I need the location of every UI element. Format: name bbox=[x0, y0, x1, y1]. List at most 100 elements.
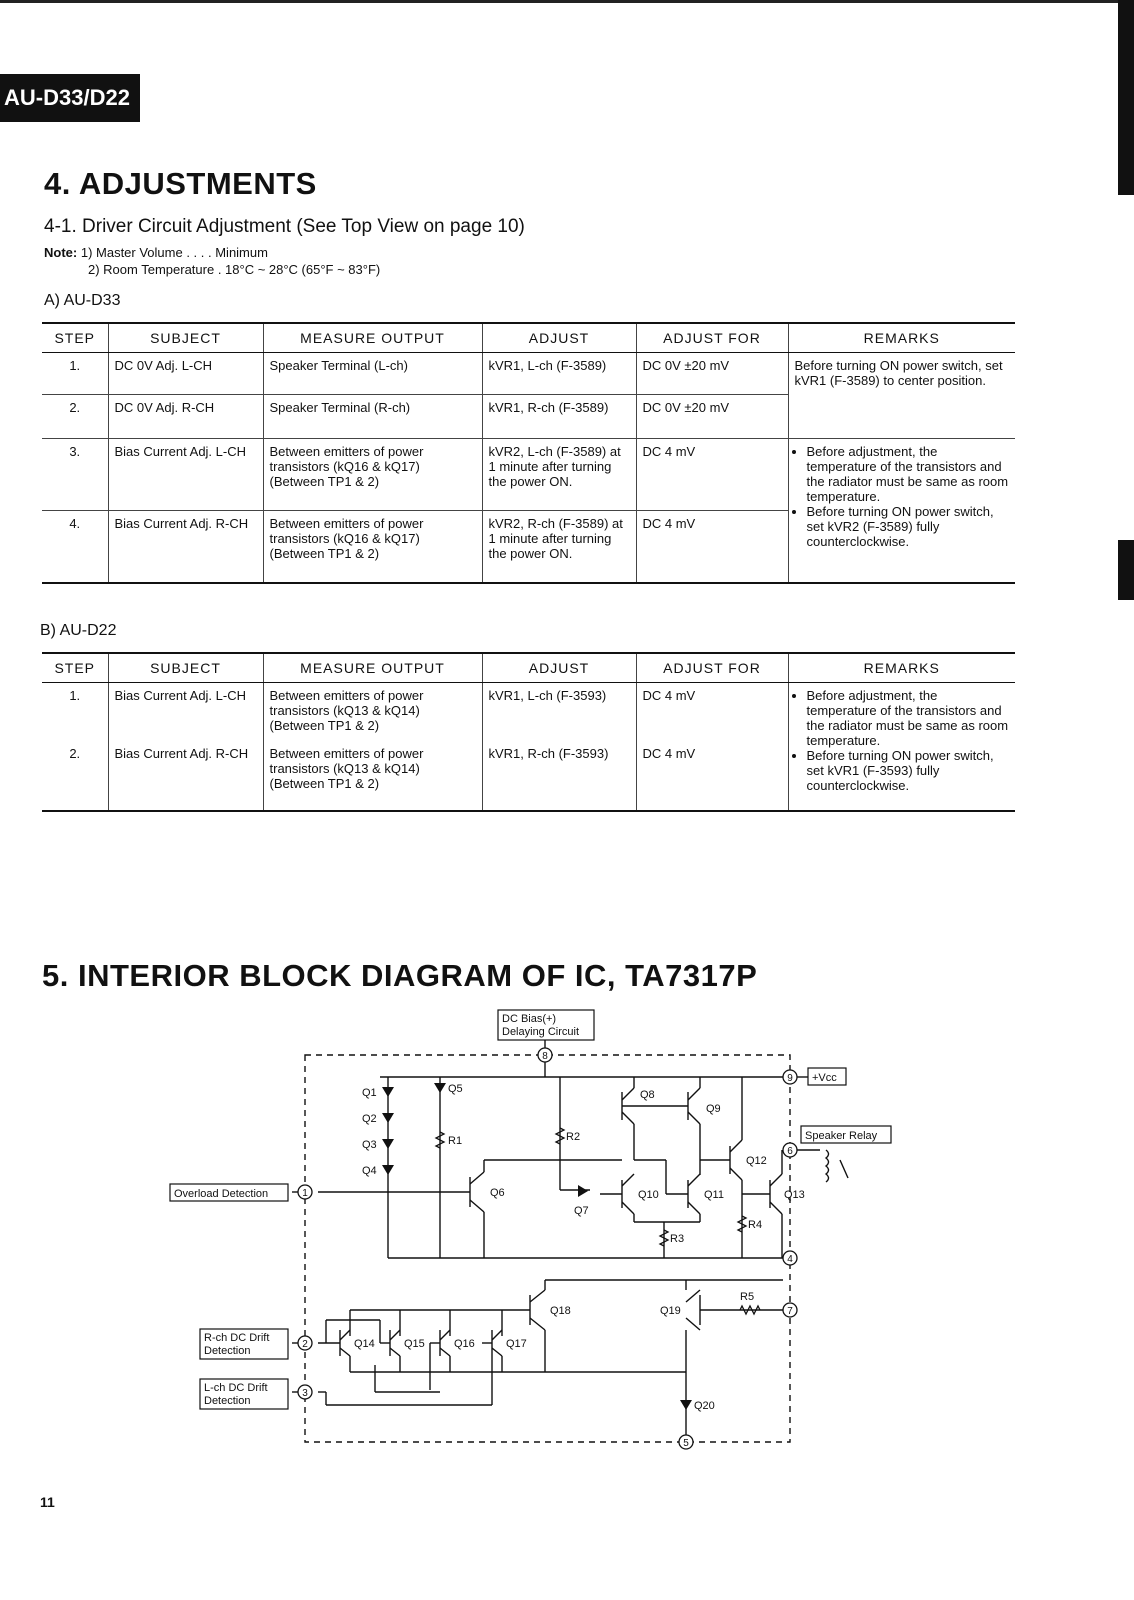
diode-q7 bbox=[578, 1185, 588, 1197]
adjust-cell: kVR2, L-ch (F-3589) at 1 minute after tu… bbox=[481, 438, 636, 511]
diode-q5 bbox=[434, 1083, 446, 1093]
col-subject: SUBJECT bbox=[107, 322, 263, 353]
col-remarks: REMARKS bbox=[787, 652, 1015, 683]
subject-cell: Bias Current Adj. R-CH bbox=[107, 510, 263, 584]
note-2: 2) Room Temperature . 18°C ~ 28°C (65°F … bbox=[88, 262, 381, 277]
resistor-r5 bbox=[739, 1304, 761, 1316]
remark-item: Before turning ON power switch, set kVR2… bbox=[807, 504, 1010, 549]
ic-block-diagram: 1 2 3 4 5 6 7 8 9 DC Bias(+) Delaying Ci… bbox=[169, 1009, 892, 1450]
diode-q20 bbox=[680, 1400, 692, 1410]
model-header-tab: AU-D33/D22 bbox=[0, 74, 140, 122]
adjust-for-cell: DC 0V ±20 mV bbox=[635, 352, 788, 395]
step-cell: 1. bbox=[42, 352, 108, 395]
adjust-for-cell: DC 4 mV bbox=[635, 510, 788, 584]
pin-1-label: 1 bbox=[302, 1188, 308, 1199]
section-4-subtitle: 4-1. Driver Circuit Adjustment (See Top … bbox=[44, 216, 525, 237]
lch-text-2: Detection bbox=[204, 1395, 250, 1407]
pin-5 bbox=[678, 1434, 694, 1450]
dc-bias-text-1: DC Bias(+) bbox=[502, 1013, 556, 1025]
label-q8: Q8 bbox=[640, 1089, 655, 1101]
table-row: 1. Bias Current Adj. L-CH Between emitte… bbox=[42, 682, 1015, 812]
rch-text-2: Detection bbox=[204, 1345, 250, 1357]
section-5-title: 5. INTERIOR BLOCK DIAGRAM OF IC, TA7317P bbox=[42, 958, 758, 993]
rch-text-1: R-ch DC Drift bbox=[204, 1332, 269, 1344]
measure-cell: Between emitters of power transistors (k… bbox=[262, 510, 482, 584]
table-row: 1. DC 0V Adj. L-CH Speaker Terminal (L-c… bbox=[42, 352, 1015, 439]
adjust-cell: kVR1, R-ch (F-3593) bbox=[481, 740, 636, 812]
table-row: 2. Bias Current Adj. R-CH Between emitte… bbox=[42, 740, 1015, 812]
measure-cell: Between emitters of power transistors (k… bbox=[262, 438, 482, 511]
remark-item: Before adjustment, the temperature of th… bbox=[807, 688, 1010, 748]
dc-bias-text-2: Delaying Circuit bbox=[502, 1026, 579, 1038]
label-q5: Q5 bbox=[448, 1083, 463, 1095]
pin-7-label: 7 bbox=[787, 1306, 793, 1317]
adjust-for-cell: DC 4 mV bbox=[635, 682, 788, 741]
measure-cell: Between emitters of power transistors (k… bbox=[262, 682, 482, 741]
pin-1 bbox=[297, 1184, 313, 1200]
pin-6-label: 6 bbox=[787, 1146, 793, 1157]
adjust-for-cell: DC 0V ±20 mV bbox=[635, 394, 788, 439]
note-1: 1) Master Volume . . . . Minimum bbox=[80, 245, 268, 260]
lch-drift-box bbox=[199, 1378, 289, 1410]
col-step: STEP bbox=[42, 652, 108, 683]
col-subject: SUBJECT bbox=[107, 652, 263, 683]
resistor-r4 bbox=[736, 1215, 748, 1233]
pin-7 bbox=[782, 1302, 798, 1318]
step-cell: 3. bbox=[42, 438, 108, 511]
label-q17: Q17 bbox=[506, 1338, 527, 1350]
col-adjust-for: ADJUST FOR bbox=[635, 322, 788, 353]
label-q2: Q2 bbox=[362, 1113, 377, 1125]
table-b-label: B) AU-D22 bbox=[40, 622, 117, 639]
speaker-relay-box bbox=[800, 1125, 892, 1144]
remarks-cell: Before adjustment, the temperature of th… bbox=[787, 682, 1015, 812]
resistor-r1 bbox=[434, 1131, 446, 1149]
label-q7: Q7 bbox=[574, 1205, 589, 1217]
label-q1: Q1 bbox=[362, 1087, 377, 1099]
pin-8-label: 8 bbox=[542, 1051, 548, 1062]
table-header-row: STEP SUBJECT MEASURE OUTPUT ADJUST ADJUS… bbox=[42, 652, 1015, 683]
subject-cell: Bias Current Adj. R-CH bbox=[107, 740, 263, 812]
step-cell: 1. bbox=[69, 688, 81, 703]
measure-cell: Speaker Terminal (L-ch) bbox=[262, 352, 482, 395]
overload-box bbox=[169, 1183, 289, 1202]
table-header-row: STEP SUBJECT MEASURE OUTPUT ADJUST ADJUS… bbox=[42, 322, 1015, 353]
pin-2-label: 2 bbox=[302, 1339, 308, 1350]
diode-q1 bbox=[382, 1087, 394, 1097]
adjust-cell: kVR2, R-ch (F-3589) at 1 minute after tu… bbox=[481, 510, 636, 584]
label-r1: R1 bbox=[448, 1135, 462, 1147]
diode-q4 bbox=[382, 1165, 394, 1175]
remarks-cell: Before turning ON power switch, set kVR1… bbox=[787, 352, 1015, 439]
measure-cell: Between emitters of power transistors (k… bbox=[262, 740, 482, 812]
adjust-cell: kVR1, L-ch (F-3593) bbox=[481, 682, 636, 741]
pin-3-label: 3 bbox=[302, 1388, 308, 1399]
table-row: 3. Bias Current Adj. L-CH Between emitte… bbox=[42, 438, 1015, 584]
label-q3: Q3 bbox=[362, 1139, 377, 1151]
remarks-cell: Before adjustment, the temperature of th… bbox=[787, 438, 1015, 584]
section-4-title: 4. ADJUSTMENTS bbox=[44, 166, 317, 201]
speaker-relay-text: Speaker Relay bbox=[805, 1130, 878, 1142]
label-q12: Q12 bbox=[746, 1155, 767, 1167]
label-r2: R2 bbox=[566, 1131, 580, 1143]
label-q18: Q18 bbox=[550, 1305, 571, 1317]
label-q15: Q15 bbox=[404, 1338, 425, 1350]
pin-9-label: 9 bbox=[787, 1073, 793, 1084]
remark-item: Before adjustment, the temperature of th… bbox=[807, 444, 1010, 504]
resistor-r3 bbox=[658, 1229, 670, 1247]
label-r3: R3 bbox=[670, 1233, 684, 1245]
right-edge-bar-top bbox=[1118, 0, 1134, 195]
diode-q3 bbox=[382, 1139, 394, 1149]
vcc-text: +Vcc bbox=[812, 1072, 837, 1084]
top-border bbox=[0, 0, 1134, 3]
label-q14: Q14 bbox=[354, 1338, 375, 1350]
adjust-for-cell: DC 4 mV bbox=[635, 740, 788, 812]
adjust-cell: kVR1, R-ch (F-3589) bbox=[481, 394, 636, 439]
note-label: Note: bbox=[44, 245, 78, 260]
remark-item: Before turning ON power switch, set kVR1… bbox=[807, 748, 1010, 793]
label-q9: Q9 bbox=[706, 1103, 721, 1115]
col-adjust: ADJUST bbox=[481, 322, 636, 353]
label-q4: Q4 bbox=[362, 1165, 377, 1177]
col-adjust: ADJUST bbox=[481, 652, 636, 683]
resistor-r2 bbox=[554, 1127, 566, 1145]
label-q19: Q19 bbox=[660, 1305, 681, 1317]
label-q11: Q11 bbox=[704, 1189, 724, 1201]
